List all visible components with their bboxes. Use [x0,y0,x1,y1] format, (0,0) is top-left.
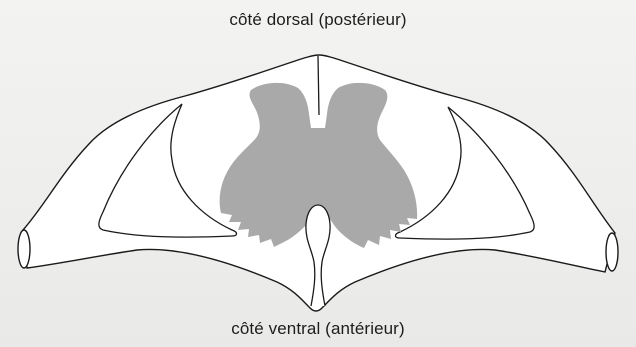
ventral-side-label: côté ventral (antérieur) [0,319,636,339]
left-nerve-root-cap [18,230,30,268]
right-nerve-root-cap [606,233,618,271]
